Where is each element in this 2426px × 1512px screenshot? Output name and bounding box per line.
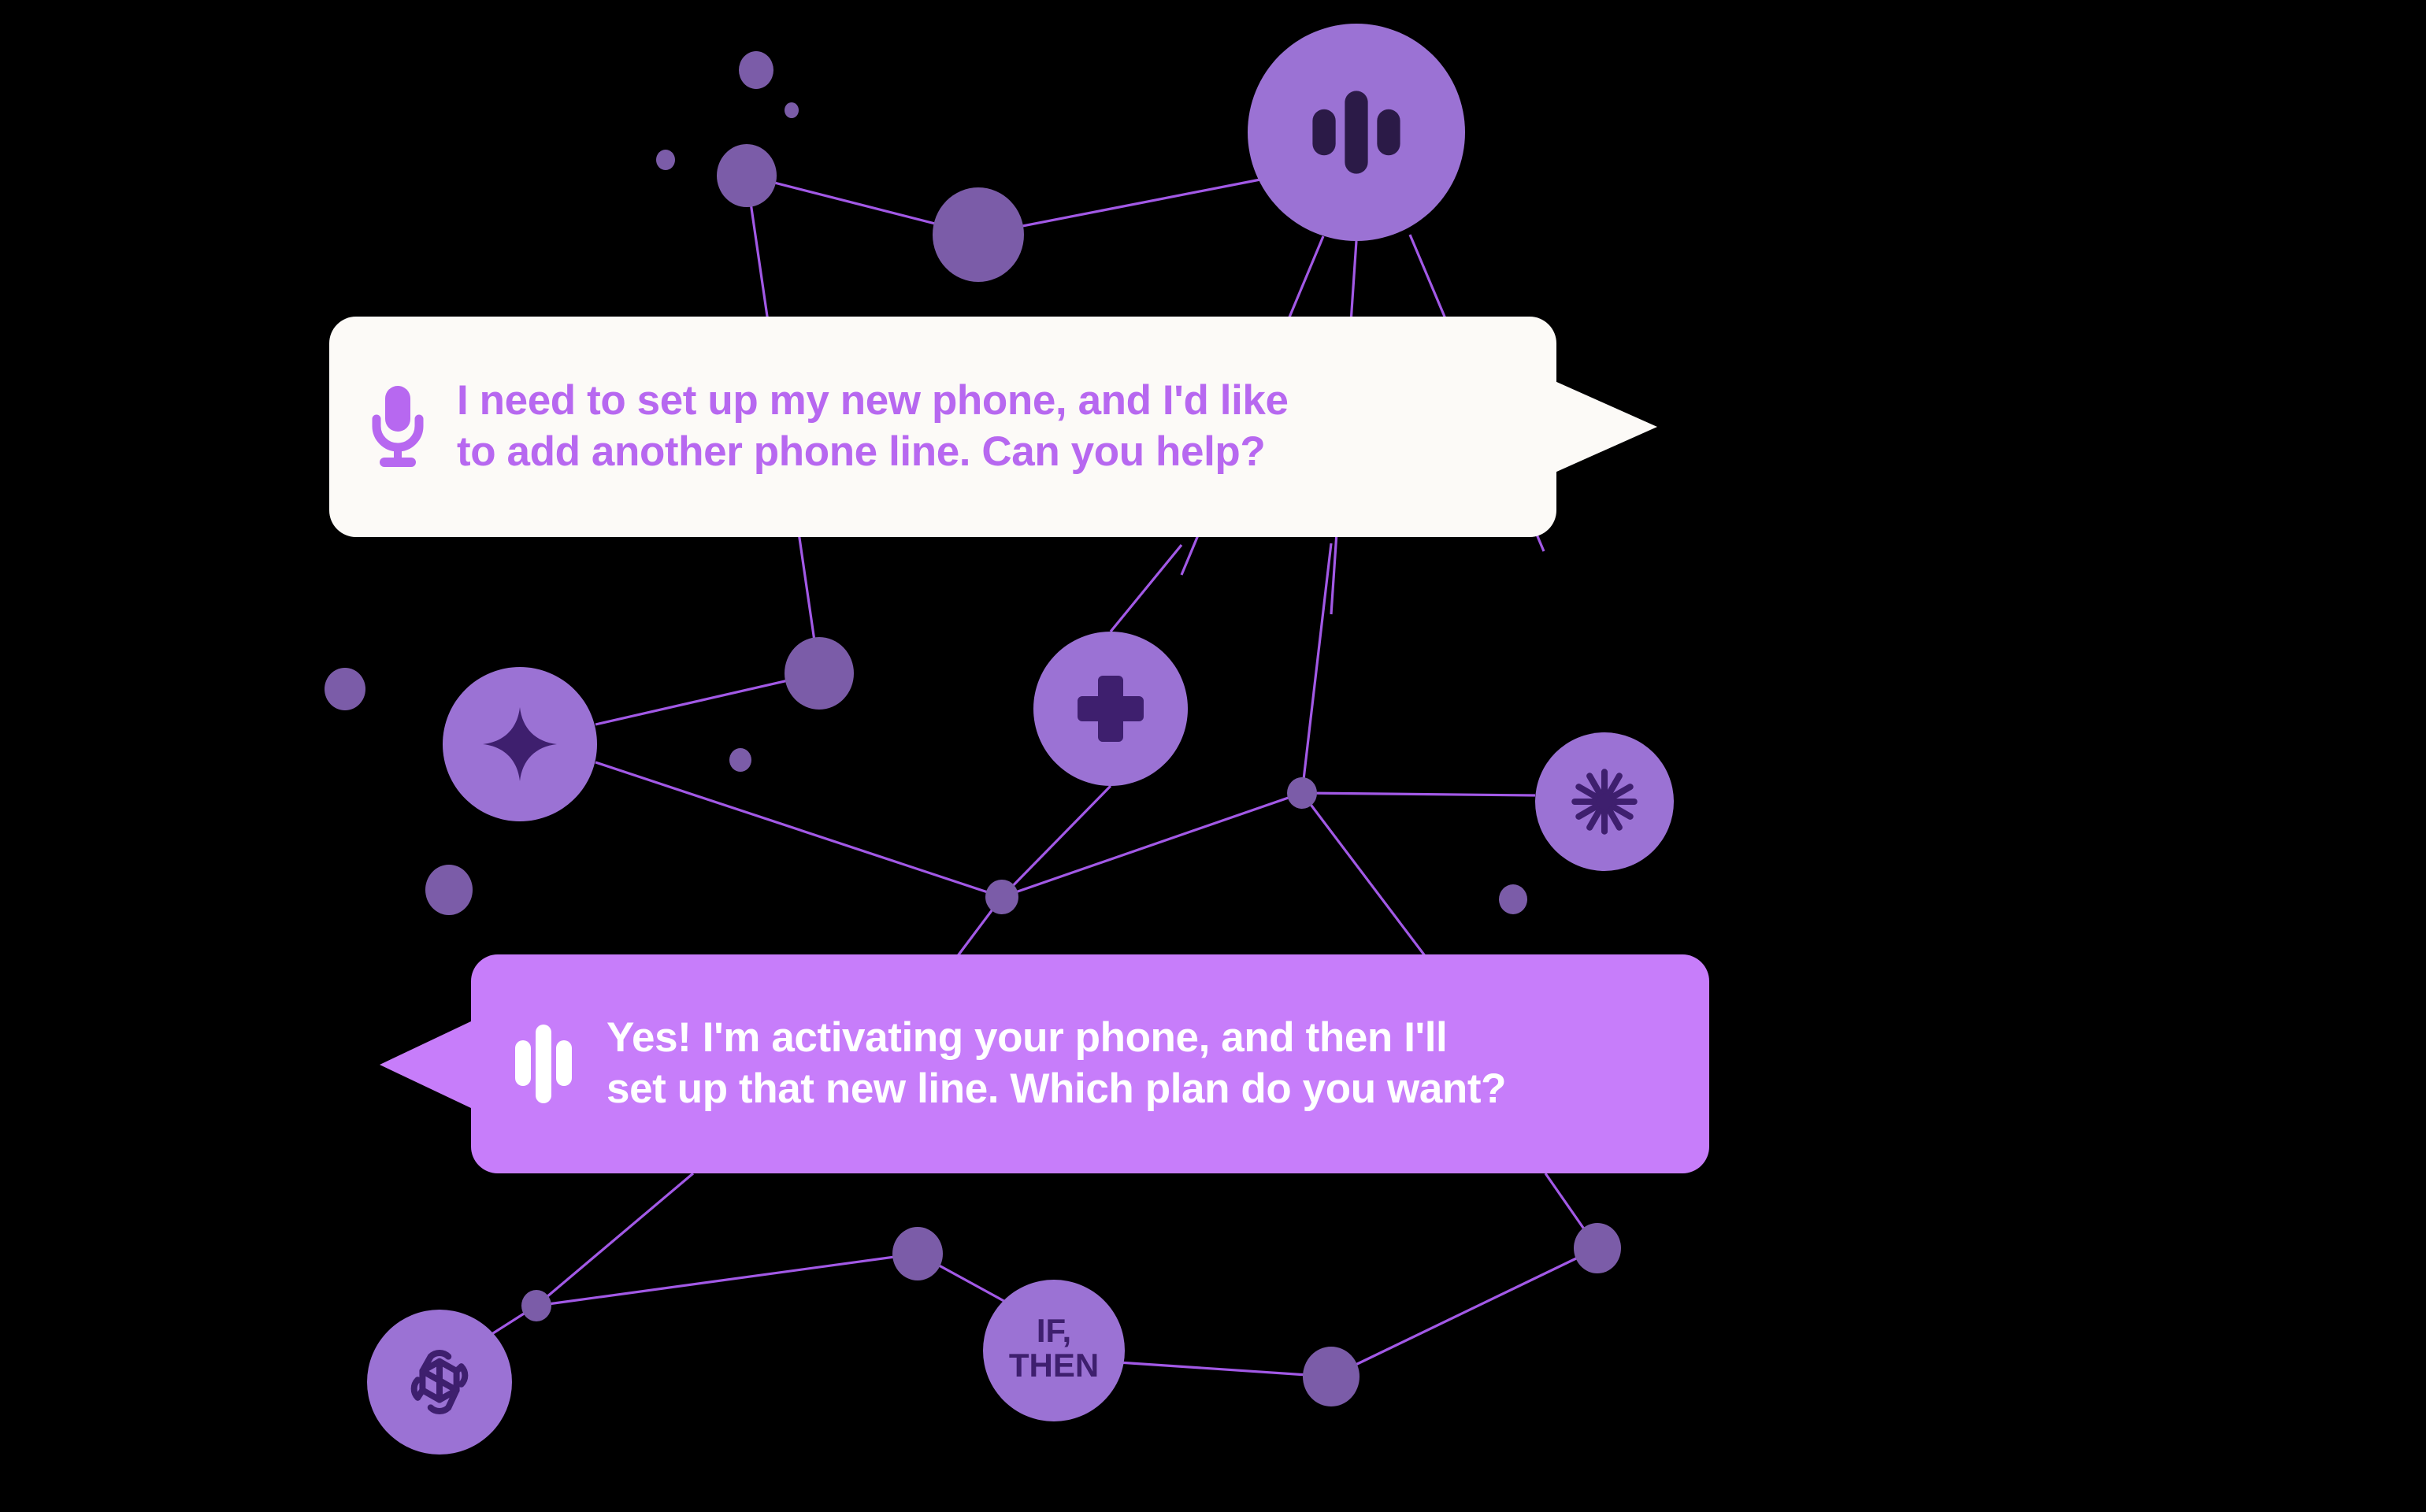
dot-7: [325, 668, 365, 710]
voice-waveform-node[interactable]: [1248, 24, 1465, 241]
dot-15: [1574, 1223, 1621, 1273]
sparkle-node[interactable]: [443, 667, 597, 821]
edge-plus-junc: [1000, 784, 1112, 899]
edge-dot5-waveform: [977, 178, 1261, 236]
edge-dot16-dot15: [1330, 1247, 1598, 1378]
dot-8: [729, 748, 751, 772]
edge-node11-down: [1300, 792, 1427, 958]
bubble-tail-right: [1555, 381, 1657, 472]
edge-dot13-dot14: [536, 1252, 918, 1307]
dot-10: [985, 880, 1018, 914]
dot-14: [892, 1227, 943, 1280]
dot-layer: [325, 51, 1621, 1406]
starburst-node[interactable]: [1535, 732, 1674, 871]
user-message-text: I need to set up my new phone, and I'd l…: [457, 377, 1289, 475]
dot-16: [1303, 1347, 1360, 1406]
edge-mid-vert: [1300, 543, 1333, 794]
bubble-tail-left: [380, 1021, 473, 1109]
dot-11: [1287, 777, 1317, 809]
microphone-icon: [372, 386, 424, 467]
dot-12: [1499, 884, 1527, 914]
agent-bubble-body: Yes! I'm activating your phone, and then…: [471, 954, 1709, 1173]
edge-sparkle-dot6: [595, 672, 820, 726]
edge-bubble-openai: [535, 1172, 695, 1307]
if-then-node[interactable]: IF,THEN: [983, 1280, 1125, 1421]
agent-speech-bubble: Yes! I'm activating your phone, and then…: [380, 954, 1709, 1173]
dot-9: [425, 865, 473, 915]
dot-13: [521, 1290, 551, 1321]
dot-4: [717, 144, 777, 207]
dot-6: [785, 637, 854, 710]
dot-5: [933, 187, 1024, 282]
plus-node[interactable]: [1033, 632, 1188, 786]
user-speech-bubble: I need to set up my new phone, and I'd l…: [329, 317, 1657, 537]
if-then-node-circle: [983, 1280, 1125, 1421]
edge-sparkle-junc: [595, 761, 1003, 899]
voice-waveform-icon: [515, 1025, 572, 1103]
edge-junc-node11: [1001, 791, 1303, 899]
user-bubble-body: I need to set up my new phone, and I'd l…: [329, 317, 1556, 537]
edge-plus-up: [1109, 543, 1183, 633]
agent-message-text: Yes! I'm activating your phone, and then…: [606, 1014, 1507, 1112]
dot-2: [785, 102, 799, 118]
edge-node11-burst: [1301, 791, 1536, 797]
edge-ifthen-dot16: [1118, 1361, 1332, 1378]
node-layer: IF,THEN: [367, 24, 1674, 1455]
if-then-node-label: IF,THEN: [1009, 1312, 1099, 1384]
dot-3: [656, 150, 675, 170]
dot-1: [739, 51, 773, 89]
openai-logo-node[interactable]: [367, 1310, 512, 1455]
